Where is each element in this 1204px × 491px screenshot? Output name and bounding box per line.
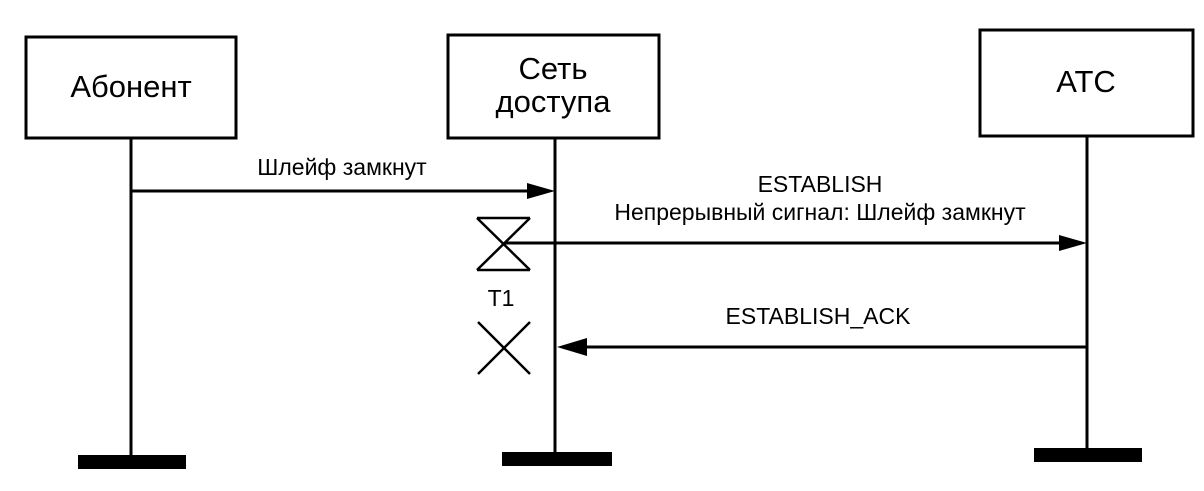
- message-establish-ack-label: ESTABLISH_ACK: [726, 303, 912, 329]
- participant-access-network-label-line1: Сеть: [519, 51, 588, 86]
- participant-subscriber: Абонент: [24, 35, 238, 140]
- timer-stop-icon: [477, 321, 531, 375]
- timer-start-icon: [476, 216, 531, 272]
- arrowhead-left-icon: [557, 338, 587, 356]
- participant-exchange-label: АТС: [1056, 64, 1116, 99]
- message-loop-closed-label: Шлейф замкнут: [257, 154, 427, 180]
- participant-subscriber-label: Абонент: [70, 69, 191, 104]
- message-establish-ack: ESTABLISH_ACK: [557, 303, 1087, 356]
- message-establish-sublabel: Непрерывный сигнал: Шлейф замкнут: [614, 199, 1026, 225]
- lifeline-end-exchange: [1034, 448, 1142, 462]
- lifeline-end-subscriber: [78, 455, 186, 469]
- message-loop-closed: Шлейф замкнут: [131, 154, 555, 199]
- participant-access-network: Сеть доступа: [446, 33, 661, 140]
- participant-access-network-label-line2: доступа: [496, 84, 612, 119]
- message-establish: ESTABLISH Непрерывный сигнал: Шлейф замк…: [505, 171, 1087, 251]
- participant-exchange: АТС: [978, 28, 1195, 138]
- message-establish-label: ESTABLISH: [758, 171, 883, 197]
- arrowhead-right-icon: [1059, 235, 1087, 251]
- timer-label: T1: [488, 285, 515, 311]
- arrowhead-right-icon: [527, 183, 555, 199]
- lifeline-end-access-network: [502, 452, 612, 466]
